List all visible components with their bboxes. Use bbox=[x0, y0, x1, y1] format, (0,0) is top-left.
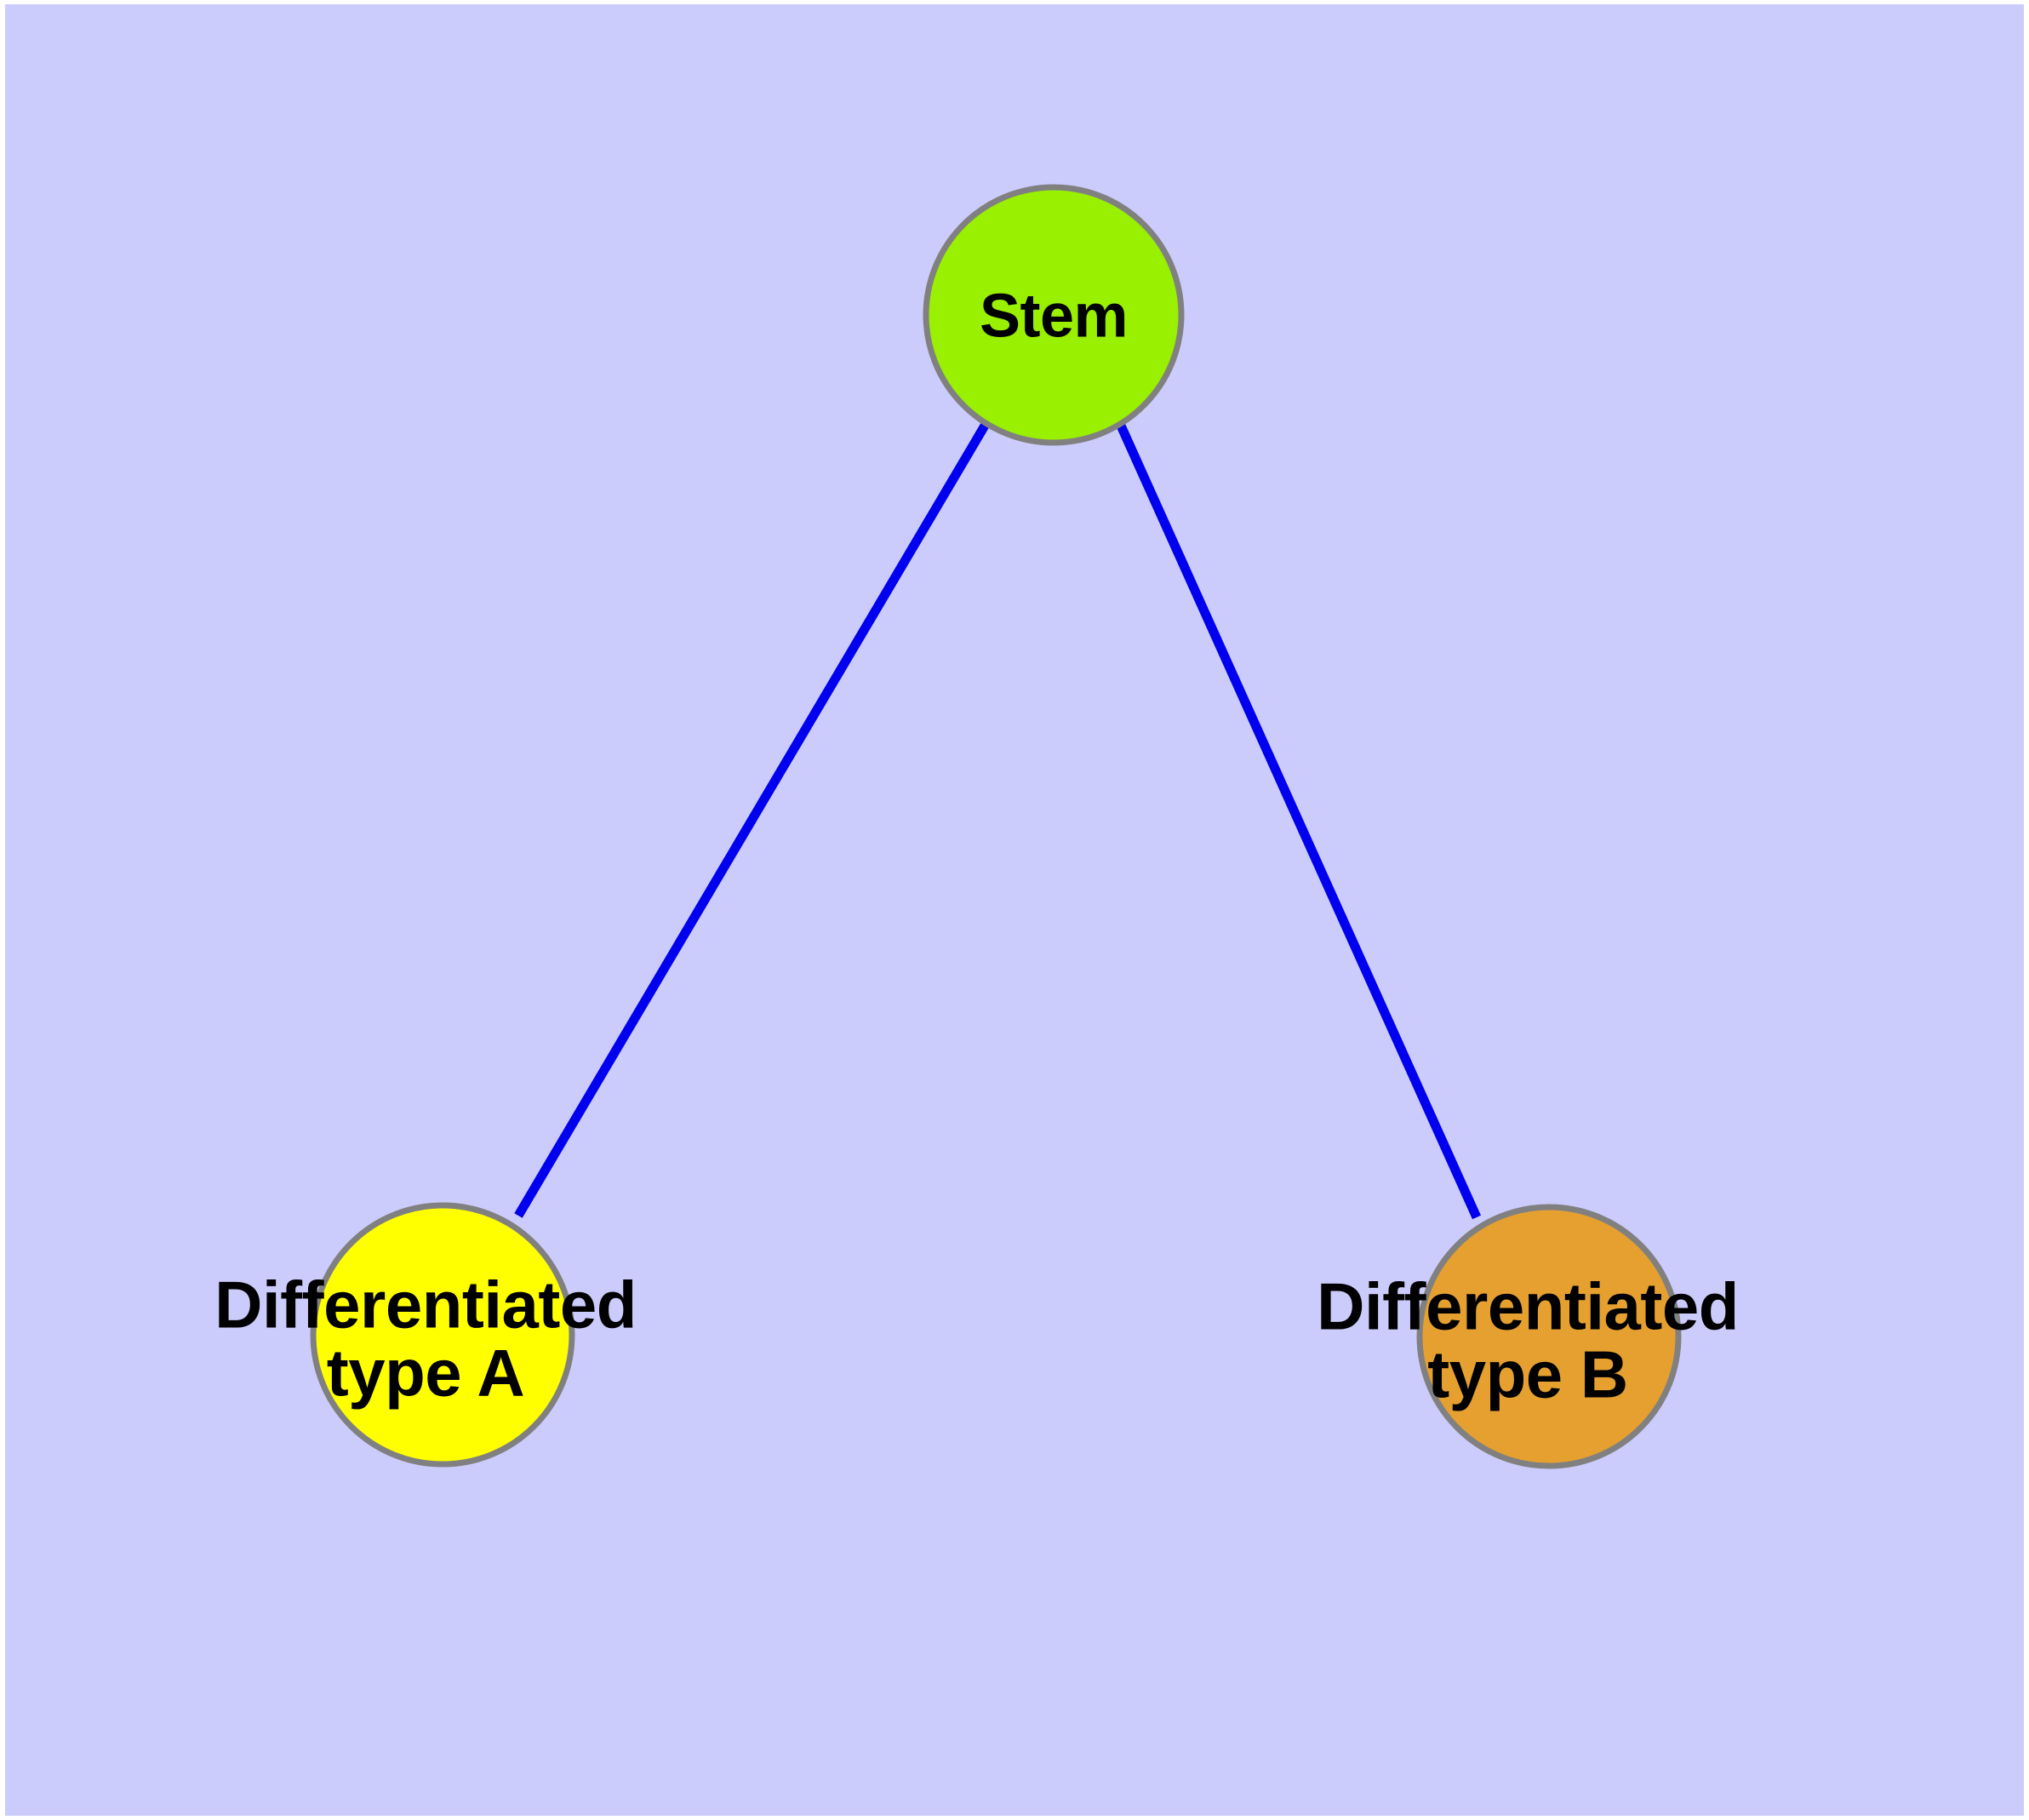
diagram-canvas bbox=[5, 4, 2024, 1816]
